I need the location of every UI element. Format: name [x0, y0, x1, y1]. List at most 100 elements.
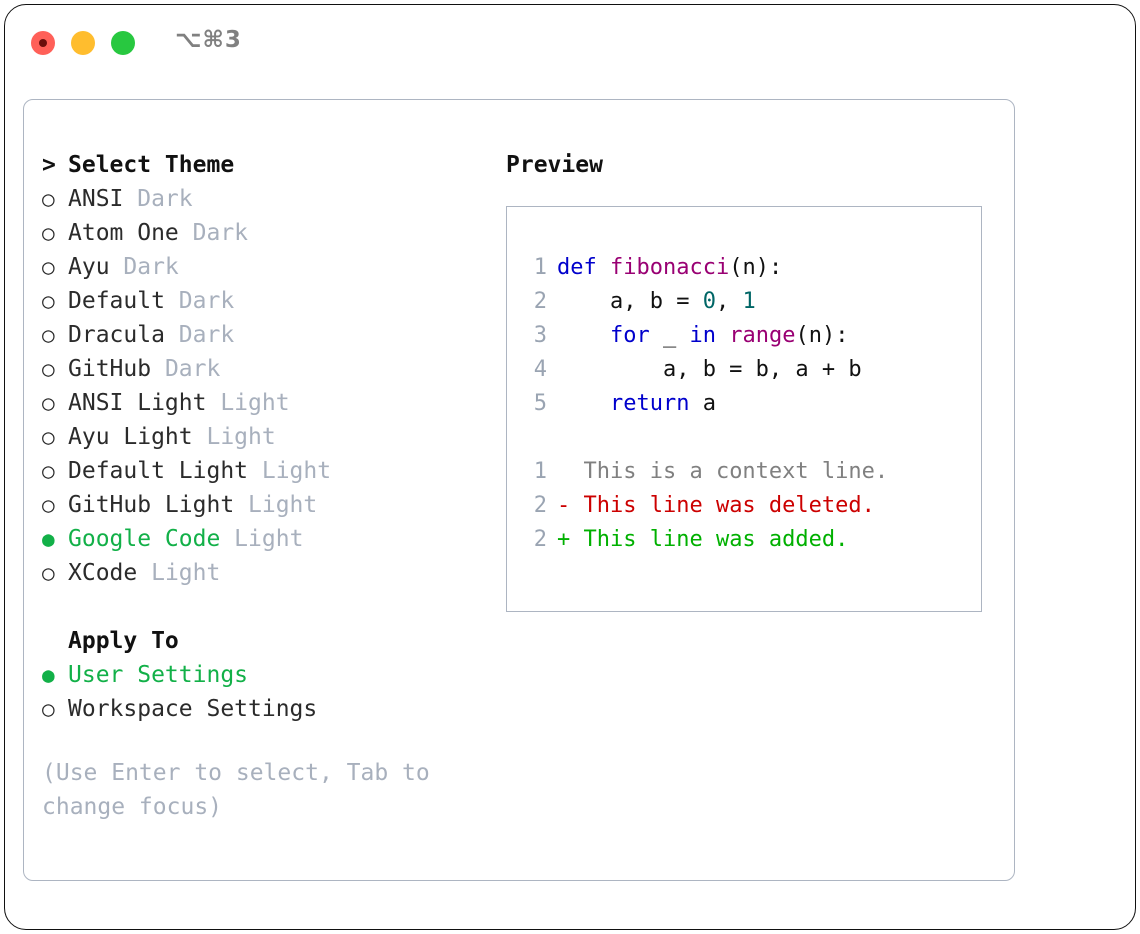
prompt-caret-icon: >	[42, 152, 56, 178]
select-theme-header-label: Select Theme	[68, 152, 235, 178]
title-bar: ⌥⌘3	[5, 5, 1135, 81]
diff-sign	[557, 459, 570, 484]
code-line: 5 return a	[521, 387, 975, 421]
code-line: 3 for _ in range(n):	[521, 319, 975, 353]
theme-list-item[interactable]: ○ Default Dark	[42, 284, 482, 318]
radio-unselected-icon[interactable]: ○	[42, 289, 55, 313]
radio-unselected-icon[interactable]: ○	[42, 187, 55, 211]
select-theme-header: > Select Theme	[42, 148, 482, 182]
radio-unselected-icon[interactable]: ○	[42, 221, 55, 245]
theme-kind-label: Light	[248, 458, 332, 484]
diff-sign: -	[557, 493, 571, 518]
code-token: (n):	[729, 255, 783, 280]
app-window: ⌥⌘3 > Select Theme ○ ANSI Dark ○ Atom One Da…	[4, 4, 1136, 930]
radio-unselected-icon[interactable]: ○	[42, 697, 55, 721]
code-token: for	[609, 323, 650, 348]
column-spacer	[42, 590, 482, 624]
theme-kind-label: Dark	[178, 220, 249, 246]
keyboard-shortcut-label: ⌥⌘3	[175, 27, 242, 53]
code-token: def	[557, 255, 610, 280]
theme-list-item[interactable]: ○ Default Light Light	[42, 454, 482, 488]
code-token	[716, 323, 729, 348]
theme-list-item[interactable]: ○XCode Light	[42, 556, 482, 590]
radio-unselected-icon[interactable]: ○	[42, 459, 55, 483]
theme-list: ○ANSI Dark○Atom One Dark○Ayu Dark○Defaul…	[42, 182, 482, 590]
apply-to-item[interactable]: ○Workspace Settings	[42, 692, 482, 726]
line-number: 1	[533, 459, 547, 484]
radio-unselected-icon[interactable]: ○	[42, 561, 55, 585]
theme-list-item[interactable]: ○ ANSI Light Light	[42, 386, 482, 420]
line-number: 3	[533, 323, 547, 348]
radio-selected-icon[interactable]: ●	[42, 527, 55, 551]
code-line: 1 def fibonacci(n):	[521, 251, 975, 285]
apply-to-marker-icon: ○	[42, 624, 68, 658]
code-token	[557, 391, 610, 416]
code-line: 4 a, b = b, a + b	[521, 353, 975, 387]
line-number: 2	[533, 527, 547, 552]
line-number: 1	[533, 255, 547, 280]
code-token: in	[689, 323, 716, 348]
code-token: fibonacci	[609, 255, 730, 280]
keyboard-hint-text: (Use Enter to select, Tab to change focu…	[42, 760, 430, 820]
line-number: 5	[533, 391, 547, 416]
theme-kind-label: Dark	[151, 356, 221, 382]
radio-unselected-icon[interactable]: ○	[42, 323, 55, 347]
theme-selection-column: >Select Theme ○ANSI Dark○Atom One Dark○A…	[42, 148, 482, 824]
theme-list-item[interactable]: ○ GitHub Light Light	[42, 488, 482, 522]
theme-name-label: Google Code	[68, 526, 221, 552]
theme-name-label: Ayu Light	[68, 424, 193, 450]
diff-text: This is a context line.	[570, 459, 889, 484]
theme-list-item[interactable]: ○ANSI Dark	[42, 182, 482, 216]
radio-unselected-icon[interactable]: ○	[42, 391, 55, 415]
theme-kind-label: Dark	[164, 288, 235, 314]
code-token: 0	[702, 289, 716, 314]
code-line: 2 a, b = 0, 1	[521, 285, 975, 319]
theme-name-label: Default	[68, 288, 165, 314]
radio-selected-icon[interactable]: ●	[42, 663, 55, 687]
code-token: return	[609, 391, 690, 416]
radio-unselected-icon[interactable]: ○	[42, 255, 55, 279]
apply-to-header-label: Apply To	[68, 628, 179, 654]
diff-text: This line was added.	[570, 527, 849, 552]
code-token	[557, 323, 610, 348]
theme-kind-label: Dark	[109, 254, 179, 280]
preview-title: Preview	[506, 152, 603, 178]
theme-kind-label: Dark	[164, 322, 235, 348]
theme-kind-label: Light	[234, 492, 318, 518]
radio-unselected-icon[interactable]: ○	[42, 425, 55, 449]
theme-kind-label: Light	[206, 390, 290, 416]
theme-kind-label: Light	[220, 526, 304, 552]
theme-list-item[interactable]: ● Google Code Light	[42, 522, 482, 556]
code-token: 1	[742, 289, 756, 314]
theme-name-label: ANSI Light	[68, 390, 207, 416]
theme-list-item[interactable]: ○ Atom One Dark	[42, 216, 482, 250]
theme-name-label: GitHub	[68, 356, 152, 382]
theme-name-label: GitHub Light	[68, 492, 235, 518]
code-diff-gap	[521, 421, 975, 455]
theme-list-item[interactable]: ○ GitHub Dark	[42, 352, 482, 386]
maximize-window-button[interactable]	[111, 31, 135, 55]
theme-list-item[interactable]: ○Dracula Dark	[42, 318, 482, 352]
apply-to-label: User Settings	[68, 662, 249, 688]
apply-to-list: ● User Settings ○Workspace Settings	[42, 658, 482, 726]
theme-name-label: Default Light	[68, 458, 249, 484]
radio-unselected-icon[interactable]: ○	[42, 357, 55, 381]
theme-name-label: Atom One	[68, 220, 179, 246]
code-token: a, b = b, a + b	[557, 357, 862, 382]
minimize-window-button[interactable]	[71, 31, 95, 55]
theme-name-label: ANSI	[68, 186, 124, 212]
theme-kind-label: Light	[137, 560, 221, 586]
theme-list-item[interactable]: ○Ayu Light Light	[42, 420, 482, 454]
close-window-button[interactable]	[31, 31, 55, 55]
theme-list-item[interactable]: ○Ayu Dark	[42, 250, 482, 284]
apply-to-item[interactable]: ● User Settings	[42, 658, 482, 692]
code-token: _	[649, 323, 690, 348]
radio-unselected-icon[interactable]: ○	[42, 493, 55, 517]
diff-line: 2- This line was deleted.	[521, 489, 975, 523]
diff-line: 1 This is a context line.	[521, 455, 975, 489]
diff-sign: +	[557, 527, 571, 552]
line-number: 4	[533, 357, 547, 382]
